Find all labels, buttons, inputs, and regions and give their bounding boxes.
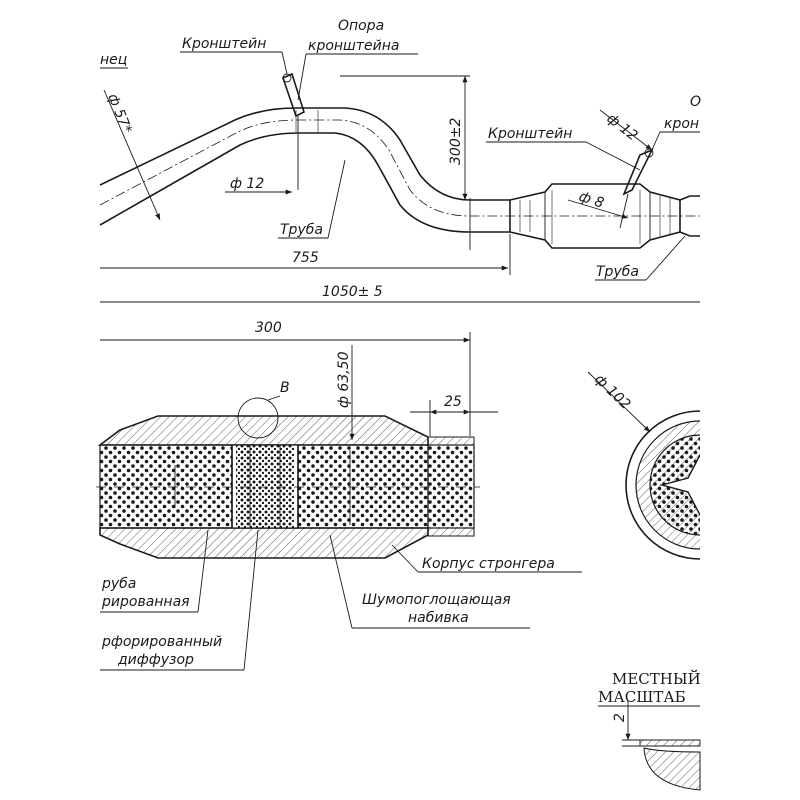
section-view	[96, 415, 480, 559]
section-annotations: 300 ф 63,50 25 B Корпус стронгера Шумопо…	[100, 320, 582, 671]
dim-d63-50: ф 63,50	[336, 351, 352, 408]
label-truba-perf-line1: руба	[101, 576, 136, 592]
dim-300: 300	[255, 320, 282, 336]
local-scale-line2: МАСШТАБ	[598, 688, 686, 706]
label-diffuzor-line2: диффузор	[117, 652, 194, 668]
local-scale: МЕСТНЫЙ МАСШТАБ 2	[598, 669, 701, 791]
label-opora-line1: Опора	[338, 18, 384, 34]
label-truba-1: Труба	[280, 222, 323, 238]
dim-755: 755	[292, 250, 319, 266]
label-kronshtein-2: Кронштейн	[488, 126, 572, 142]
label-truba-perf-line2: рированная	[101, 594, 190, 610]
label-konets: нец	[100, 52, 127, 68]
dim-d12-a: ф 12	[230, 176, 264, 192]
label-shumo-line2: набивка	[408, 610, 469, 626]
label-right-partial-1: О	[690, 94, 701, 110]
label-korpus: Корпус стронгера	[422, 556, 555, 572]
label-truba-2: Труба	[596, 264, 639, 280]
pipe-top-view	[99, 107, 700, 250]
dim-d8: ф 8	[577, 189, 606, 212]
top-view-annotations: нец ф 57* Кронштейн Опора кронштейна ф 1…	[100, 18, 701, 303]
local-scale-line1: МЕСТНЫЙ	[612, 669, 701, 688]
dim-1050: 1050± 5	[322, 284, 383, 300]
label-opora-line2: кронштейна	[308, 38, 399, 54]
detail-b-label: B	[280, 380, 290, 396]
label-kronshtein-1: Кронштейн	[182, 36, 266, 52]
dim-d12-b: ф 12	[604, 111, 641, 145]
label-right-partial-2: крон	[664, 116, 699, 132]
dim-25: 25	[444, 394, 462, 410]
label-diffuzor-line1: рфорированный	[101, 634, 222, 650]
dim-300-2: 300±2	[448, 118, 464, 165]
dim-d57: ф 57*	[104, 92, 134, 136]
dim-local-2: 2	[612, 713, 628, 722]
label-shumo-line1: Шумопоглощающая	[362, 592, 511, 608]
dim-d102: ф 102	[591, 371, 633, 413]
bracket-1	[282, 72, 305, 190]
